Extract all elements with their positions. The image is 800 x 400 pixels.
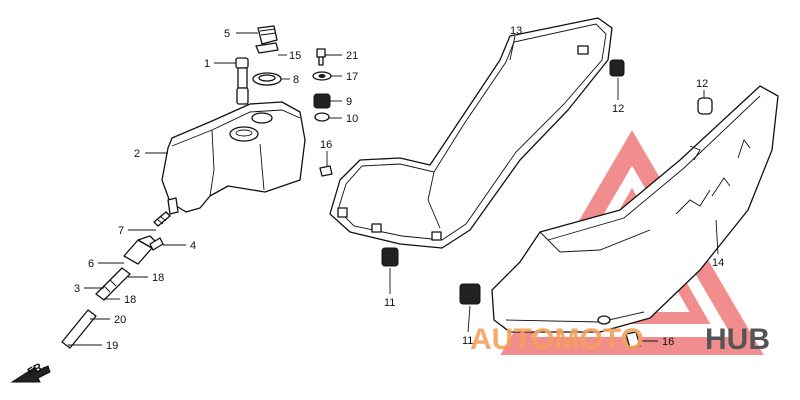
screw-16-lower (625, 331, 641, 349)
grommet-12-upper (609, 59, 625, 77)
callout-7: 7 (118, 225, 124, 237)
cap-gasket (255, 42, 279, 54)
callout-10: 10 (346, 113, 358, 125)
rubber-mount-9 (313, 93, 331, 109)
callout-9: 9 (346, 96, 352, 108)
grommet-11-right (459, 283, 481, 305)
tube-20 (61, 309, 97, 349)
callout-18-lower: 18 (124, 294, 136, 306)
callout-8: 8 (293, 74, 299, 86)
callout-18-upper: 18 (152, 272, 164, 284)
filler-ring (252, 72, 282, 86)
bolt-21 (316, 48, 326, 66)
callout-11-right: 11 (462, 335, 473, 347)
left-side-cover (329, 17, 613, 249)
oil-hose (95, 267, 131, 301)
callout-17: 17 (346, 71, 358, 83)
callout-16-lower: 16 (662, 336, 674, 348)
watermark-wordmark: AUTOMOTO HUB (470, 323, 770, 356)
callout-11-left: 11 (384, 297, 395, 309)
right-side-cover (491, 85, 779, 333)
callout-21: 21 (346, 50, 358, 62)
callout-labels: 5 15 1 8 21 17 9 10 13 12 12 2 16 7 4 6 … (74, 25, 724, 352)
callout-15: 15 (289, 50, 301, 62)
direction-label: FR. (26, 360, 47, 379)
leader-lines (68, 32, 719, 346)
callout-19: 19 (106, 340, 118, 352)
washer-17 (312, 71, 332, 81)
watermark-text-automoto: AUTOMOTO (470, 323, 644, 356)
callout-6: 6 (88, 258, 94, 270)
callout-2: 2 (134, 148, 140, 160)
callout-12-right: 12 (696, 78, 708, 90)
collar-10 (314, 112, 330, 122)
callout-13: 13 (510, 25, 522, 37)
oil-tank (161, 101, 306, 215)
callout-12-upper: 12 (612, 103, 624, 115)
callout-1: 1 (204, 58, 210, 70)
clamp-4 (149, 237, 164, 251)
grommet-11-left (381, 247, 399, 267)
callout-4: 4 (190, 240, 196, 252)
grommet-12-right (697, 97, 713, 115)
fitting-7 (153, 211, 171, 227)
callout-14: 14 (712, 257, 724, 269)
callout-5: 5 (224, 28, 230, 40)
callout-16-upper: 16 (320, 139, 332, 151)
screw-16-upper (319, 165, 333, 177)
front-direction-arrow: FR. (10, 360, 51, 383)
valve-bolt (235, 57, 249, 105)
fuel-cap-knob (257, 25, 278, 45)
callout-20: 20 (114, 314, 126, 326)
watermark-text-hub: HUB (705, 323, 770, 356)
callout-3: 3 (74, 283, 80, 295)
